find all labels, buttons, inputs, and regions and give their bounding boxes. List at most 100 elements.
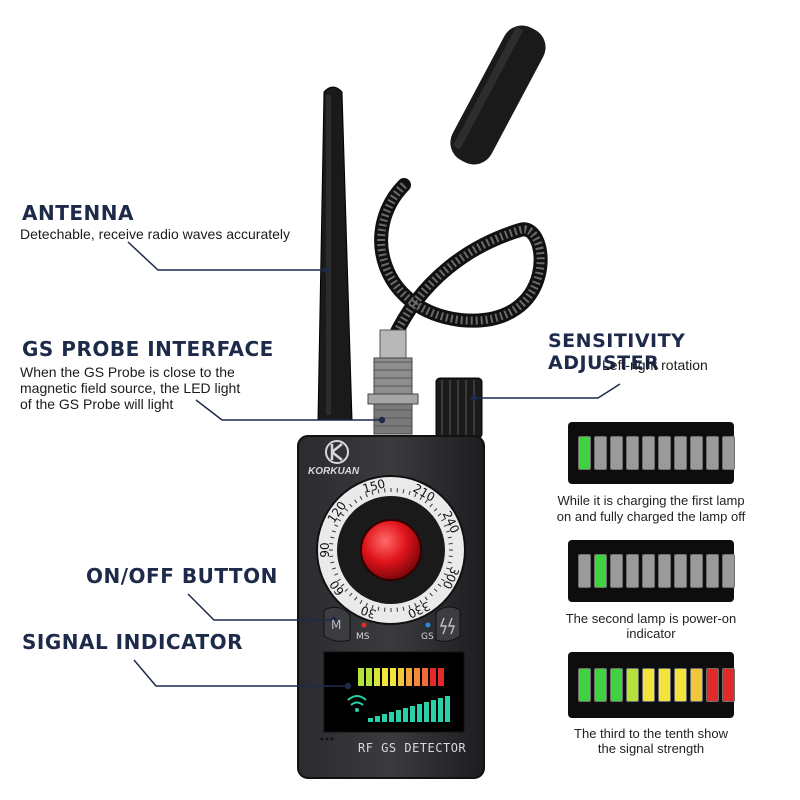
sensitivity-title: SENSITIVITY ADJUSTER [548, 330, 686, 374]
display-screen [323, 651, 465, 733]
screen-level-bar [414, 668, 420, 686]
probe-desc-line-2: magnetic field source, the LED light [20, 380, 241, 396]
m-button[interactable] [323, 606, 351, 642]
dial-number: 30 [359, 603, 378, 621]
dial-tick [447, 536, 452, 539]
indicator-lamp [626, 554, 639, 588]
indicator-panel-signal [568, 652, 735, 718]
dial-tick [447, 561, 452, 564]
dial-tick [408, 490, 411, 495]
indicator-lamp [610, 554, 623, 588]
onoff-title: ON/OFF BUTTON [86, 564, 278, 588]
signal-ramp-bar [403, 708, 408, 722]
caption-signal-line-1: The third to the tenth show [574, 726, 728, 741]
dial-tick [365, 602, 368, 607]
dial-tick [359, 599, 363, 604]
indicator-lamp [706, 436, 719, 470]
indicator-lamp [674, 436, 687, 470]
gs-led [425, 622, 431, 628]
dial-tick [330, 536, 335, 539]
brand-name: KORKUAN [308, 466, 360, 477]
indicator-lamp [690, 554, 703, 588]
dial-number: 90 [318, 542, 332, 557]
dial-tick [340, 513, 345, 517]
dial-tick [433, 588, 438, 592]
dial-tick [443, 573, 448, 576]
wifi-icon [347, 695, 367, 706]
indicator-lamp [578, 554, 591, 588]
gs-label: GS [421, 632, 434, 642]
signal-ramp-bar [438, 698, 443, 722]
indicator-lamp [594, 554, 607, 588]
indicator-lamp [690, 436, 703, 470]
brand-logo [325, 440, 349, 464]
indicator-lamp [642, 436, 655, 470]
sensitivity-knob[interactable] [435, 377, 483, 439]
dial-tick [429, 592, 433, 597]
caption-power-line-1: The second lamp is power-on [565, 611, 737, 626]
probe-desc-line-3: of the GS Probe will light [20, 396, 174, 412]
dial-tick [337, 518, 342, 522]
signal-ramp-bar [389, 712, 394, 722]
signal-ramp-bar [382, 714, 387, 722]
indicator-lamp [690, 668, 703, 702]
antenna [317, 86, 353, 421]
indicator-lamp [722, 436, 735, 470]
sensitivity-desc: Left-right rotation [602, 357, 708, 373]
indicator-lamp [658, 436, 671, 470]
dial-tick [334, 573, 339, 576]
signal-title: SIGNAL INDICATOR [22, 630, 244, 654]
indicator-lamp [658, 554, 671, 588]
dial-tick [429, 503, 433, 508]
screen-level-bar [390, 668, 396, 686]
gs-probe [374, 25, 548, 347]
screen-level-bar [358, 668, 364, 686]
dial-tick [402, 489, 405, 494]
dial-tick [419, 599, 423, 604]
signal-ramp-bar [375, 716, 380, 722]
screen-level-bar [422, 668, 428, 686]
dial-tick [340, 583, 345, 587]
dial-tick [371, 605, 374, 610]
dial-tick [377, 606, 380, 611]
screen-level-bar [406, 668, 412, 686]
screen-level-bar [382, 668, 388, 686]
speaker-holes [320, 737, 334, 741]
dial-tick [424, 499, 428, 504]
vibrate-button[interactable] [435, 606, 461, 642]
dial-number: 150 [361, 477, 387, 496]
dial-tick [337, 578, 342, 582]
indicator-lamp [578, 668, 591, 702]
dial-tick [330, 561, 335, 564]
signal-ramp-bar [431, 700, 436, 722]
dial-tick [414, 602, 417, 607]
screen-level-bar [374, 668, 380, 686]
indicator-panel-power [568, 540, 735, 602]
dial-tick [349, 592, 353, 597]
dial-tick [331, 567, 336, 570]
signal-ramp-bar [396, 710, 401, 722]
dial-tick [437, 513, 442, 517]
probe-connector [367, 329, 419, 435]
signal-ramp-bar [445, 696, 450, 722]
indicator-lamp [610, 668, 623, 702]
dial-tick [440, 578, 445, 582]
m-button-label: M [331, 618, 342, 632]
dial-tick [402, 606, 405, 611]
screen-level-bar [398, 668, 404, 686]
dial-tick [349, 503, 353, 508]
caption-charging-line-2: on and fully charged the lamp off [556, 509, 746, 524]
dial-tick [344, 508, 349, 512]
signal-ramp-bar [417, 704, 422, 722]
indicator-lamp [722, 668, 735, 702]
antenna-title: ANTENNA [22, 201, 134, 225]
dial-tick [334, 524, 339, 527]
screen-level-bar [366, 668, 372, 686]
ms-led [361, 622, 367, 628]
signal-ramp-bar [368, 718, 373, 722]
indicator-lamp [706, 668, 719, 702]
indicator-lamp [674, 554, 687, 588]
camera-lens-finder [360, 519, 422, 581]
